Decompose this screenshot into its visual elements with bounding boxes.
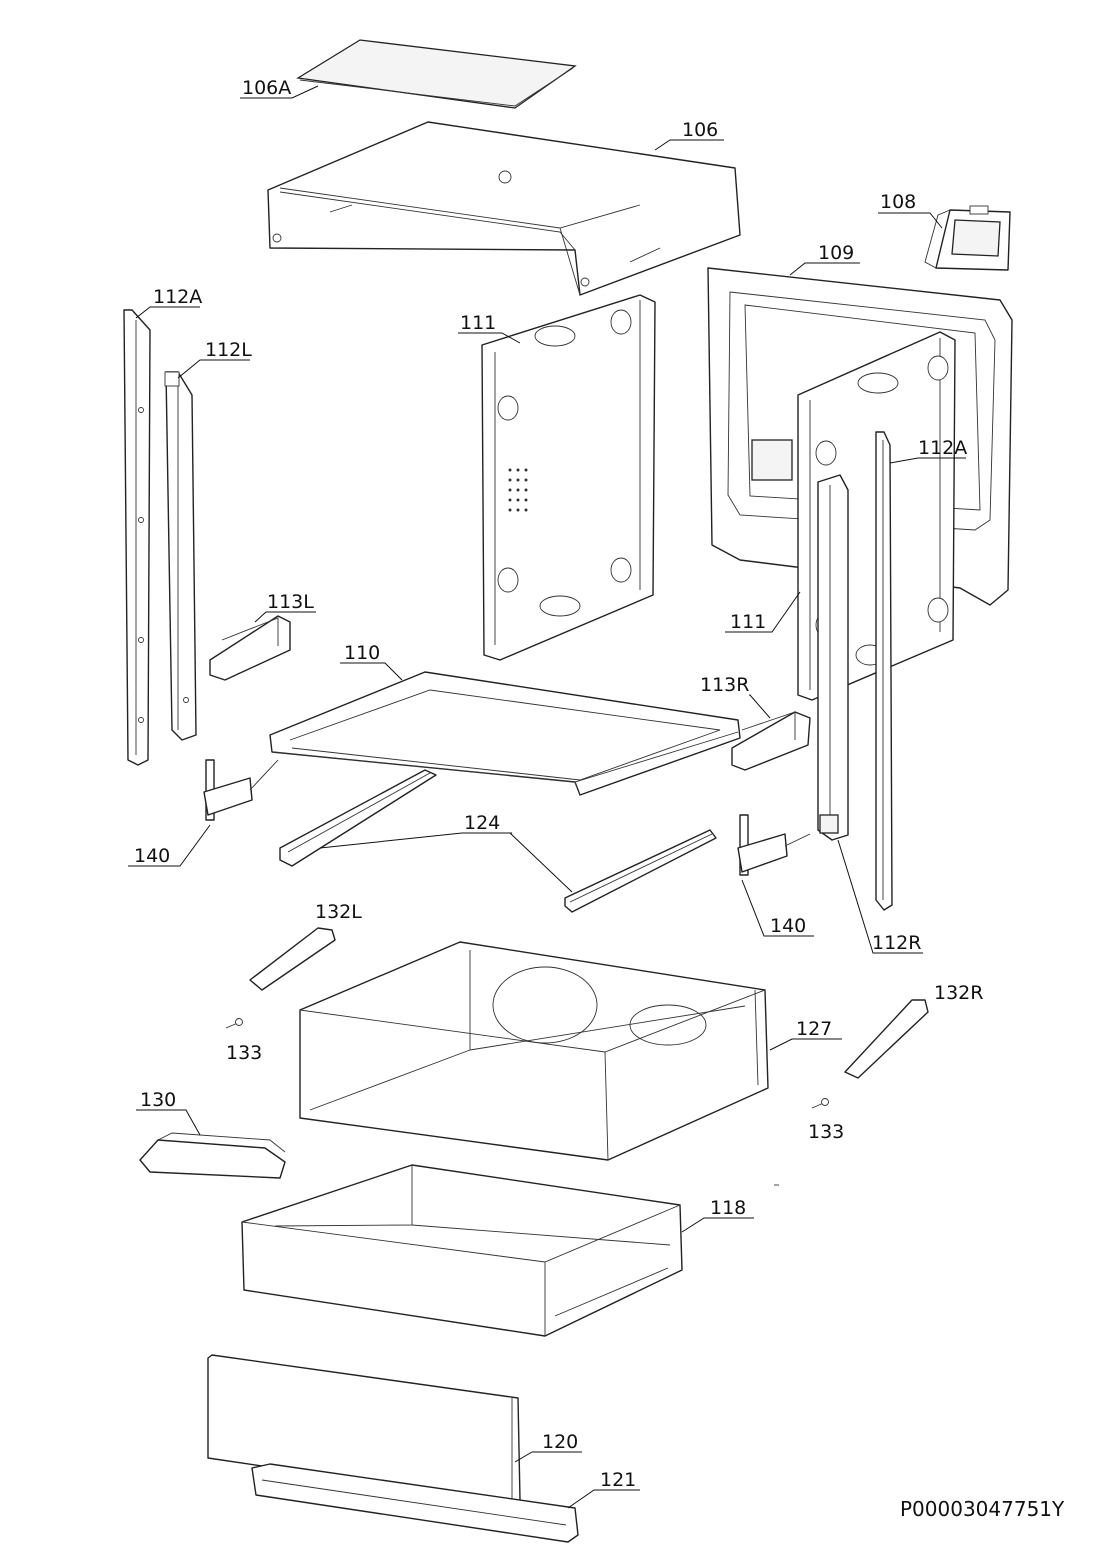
label-127: 127 bbox=[796, 1018, 832, 1040]
leader-118 bbox=[681, 1217, 754, 1233]
label-106: 106 bbox=[682, 119, 718, 141]
leader-lines bbox=[128, 85, 966, 1509]
document-id: P00003047751Y bbox=[900, 1497, 1065, 1521]
part-113R-shape bbox=[731, 711, 811, 771]
label-132L: 132L bbox=[315, 901, 362, 923]
leader-130 bbox=[136, 1109, 201, 1136]
label-120: 120 bbox=[542, 1431, 578, 1453]
label-140-right: 140 bbox=[770, 915, 806, 937]
part-132R-shape bbox=[844, 999, 929, 1079]
part-112A-left-shape bbox=[123, 309, 151, 766]
label-133-left: 133 bbox=[226, 1042, 262, 1064]
part-112A-right-shape bbox=[875, 431, 893, 911]
part-112L-shape bbox=[164, 371, 197, 741]
label-118: 118 bbox=[710, 1197, 746, 1219]
part-127-shape bbox=[299, 941, 769, 1161]
leader-140-right bbox=[741, 879, 814, 937]
part-106-shape bbox=[267, 121, 741, 296]
leader-106 bbox=[654, 139, 724, 151]
part-labels: 106A 106 108 109 111 111 112A 112A 112L … bbox=[134, 77, 983, 1491]
label-113L: 113L bbox=[267, 591, 314, 613]
leader-121 bbox=[567, 1489, 640, 1509]
label-112L: 112L bbox=[205, 339, 252, 361]
label-111-left: 111 bbox=[460, 312, 496, 334]
label-132R: 132R bbox=[934, 982, 983, 1004]
label-124: 124 bbox=[464, 812, 500, 834]
part-140-right-shape bbox=[737, 814, 811, 876]
label-110: 110 bbox=[344, 642, 380, 664]
leader-112A-right bbox=[889, 457, 966, 464]
part-133-left-shape bbox=[225, 1018, 243, 1029]
part-130-shape bbox=[139, 1132, 286, 1179]
label-109: 109 bbox=[818, 242, 854, 264]
leader-110 bbox=[340, 662, 403, 681]
part-133-right-shape bbox=[811, 1098, 829, 1109]
part-106A-shape bbox=[296, 39, 577, 109]
label-111-right: 111 bbox=[730, 611, 766, 633]
leader-127 bbox=[769, 1038, 842, 1051]
part-111-left-shape bbox=[481, 294, 656, 661]
label-106A: 106A bbox=[242, 77, 291, 99]
leader-111-right bbox=[725, 591, 801, 633]
label-112A-right: 112A bbox=[918, 437, 967, 459]
leader-124 bbox=[319, 832, 512, 849]
part-124-shape bbox=[279, 769, 717, 913]
part-132L-shape bbox=[249, 927, 336, 991]
label-130: 130 bbox=[140, 1089, 176, 1111]
part-118-shape bbox=[241, 1164, 683, 1337]
leader-108 bbox=[878, 212, 943, 229]
label-108: 108 bbox=[880, 191, 916, 213]
label-112A-left: 112A bbox=[153, 286, 202, 308]
leader-106A bbox=[240, 85, 319, 99]
label-133-right: 133 bbox=[808, 1121, 844, 1143]
part-113L-shape bbox=[209, 615, 291, 681]
leader-113L bbox=[254, 611, 316, 623]
label-140-left: 140 bbox=[134, 845, 170, 867]
leader-113R bbox=[749, 694, 771, 719]
part-112R-shape bbox=[817, 474, 849, 841]
leader-124-b bbox=[462, 832, 573, 893]
leader-112R bbox=[837, 839, 923, 954]
leader-111-left bbox=[458, 332, 521, 344]
label-113R: 113R bbox=[700, 674, 749, 696]
part-110-shape bbox=[269, 671, 741, 796]
leader-112A-left bbox=[135, 306, 200, 319]
part-108-shape bbox=[924, 205, 1011, 271]
label-121: 121 bbox=[600, 1469, 636, 1491]
leader-140-left bbox=[128, 824, 211, 867]
label-112R: 112R bbox=[872, 932, 921, 954]
part-140-left-shape bbox=[203, 759, 279, 821]
leader-120 bbox=[514, 1451, 582, 1463]
leader-109 bbox=[789, 262, 860, 276]
leader-112L bbox=[177, 359, 250, 379]
part-121-shape bbox=[251, 1463, 579, 1543]
